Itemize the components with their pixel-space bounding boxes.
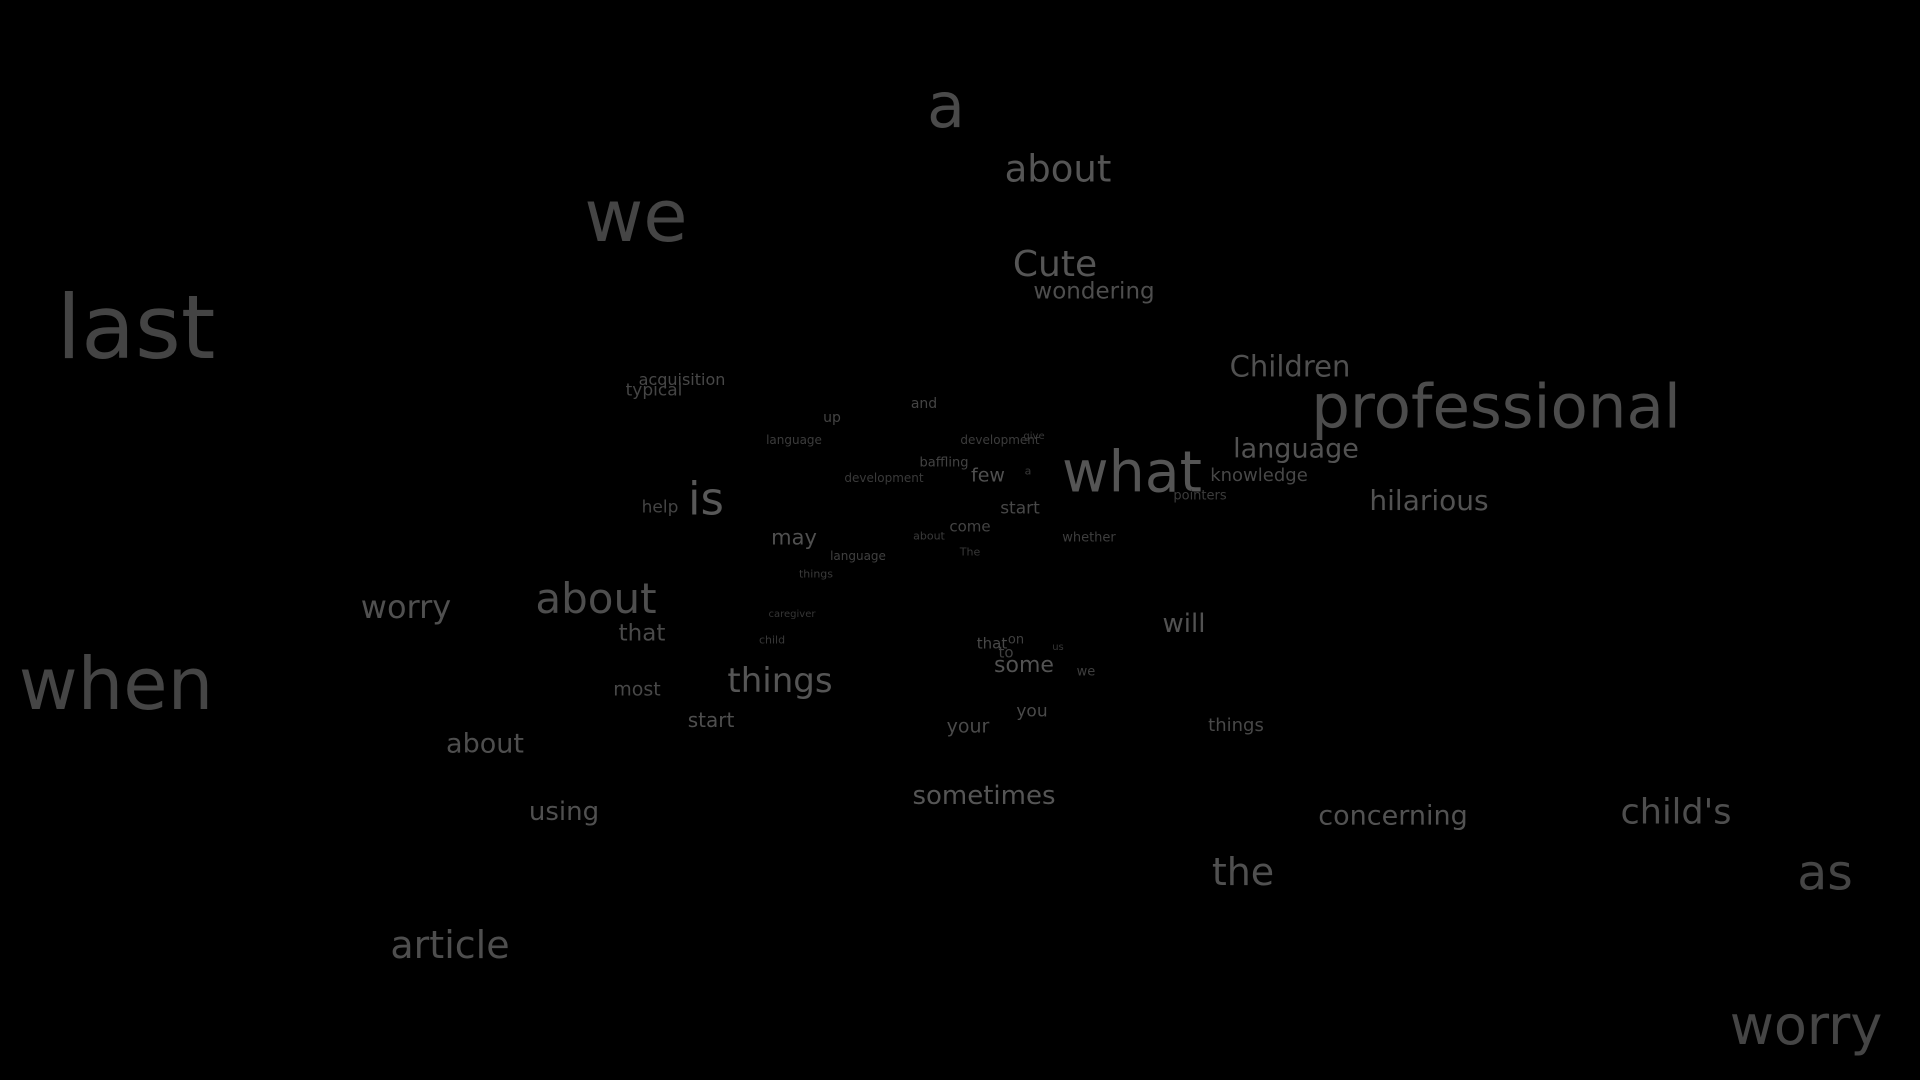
word: knowledge [1210, 465, 1308, 486]
word: about [446, 728, 524, 760]
word: about [535, 574, 657, 623]
word: language [766, 433, 822, 447]
word: child's [1620, 792, 1732, 833]
word: The [959, 545, 981, 559]
word: some [994, 653, 1054, 678]
word: and [910, 396, 938, 412]
word: child [758, 633, 786, 647]
word: about [913, 529, 945, 543]
word: sometimes [912, 781, 1056, 811]
word: things [1208, 715, 1264, 736]
word: language [1233, 433, 1359, 465]
word: caregiver [768, 609, 816, 620]
word: we [584, 174, 688, 258]
word: things [727, 661, 833, 701]
word: that [618, 620, 666, 647]
word: development [844, 471, 924, 485]
word: us [1052, 642, 1064, 653]
word: about [1004, 147, 1112, 191]
word: last [56, 276, 216, 379]
word: that [976, 634, 1008, 653]
word: Children [1229, 349, 1351, 384]
word: start [1000, 498, 1040, 519]
word: we [1076, 664, 1096, 680]
word: wondering [1033, 278, 1155, 305]
word: article [390, 923, 510, 967]
word: worry [1729, 994, 1883, 1057]
word: give [1023, 431, 1045, 442]
word: on [1007, 632, 1025, 648]
word: development [960, 433, 1040, 447]
word: you [1016, 701, 1048, 722]
word: a [927, 69, 965, 142]
word: language [830, 549, 886, 563]
word: up [823, 410, 841, 426]
word: acquisition [638, 370, 726, 389]
word: when [18, 642, 214, 726]
word: come [949, 517, 991, 536]
word: will [1162, 609, 1206, 639]
word: a [1024, 464, 1032, 478]
word: start [687, 708, 735, 732]
word: typical [625, 380, 683, 401]
word: as [1797, 844, 1853, 902]
word: what [1061, 439, 1203, 506]
word: to [998, 643, 1014, 662]
word: using [528, 797, 600, 827]
word: help [641, 497, 679, 518]
word: hilarious [1369, 484, 1489, 517]
word: Cute [1012, 244, 1098, 285]
word: whether [1062, 530, 1116, 546]
word: the [1211, 850, 1275, 894]
word: may [771, 525, 817, 550]
word: few [971, 464, 1005, 487]
word: your [946, 715, 990, 738]
word: most [613, 678, 661, 701]
word: pointers [1173, 488, 1227, 504]
word: concerning [1318, 800, 1468, 832]
word: is [688, 472, 724, 526]
word: baffling [919, 455, 969, 471]
word: things [798, 567, 834, 581]
word: professional [1311, 371, 1681, 443]
word: worry [360, 588, 452, 626]
